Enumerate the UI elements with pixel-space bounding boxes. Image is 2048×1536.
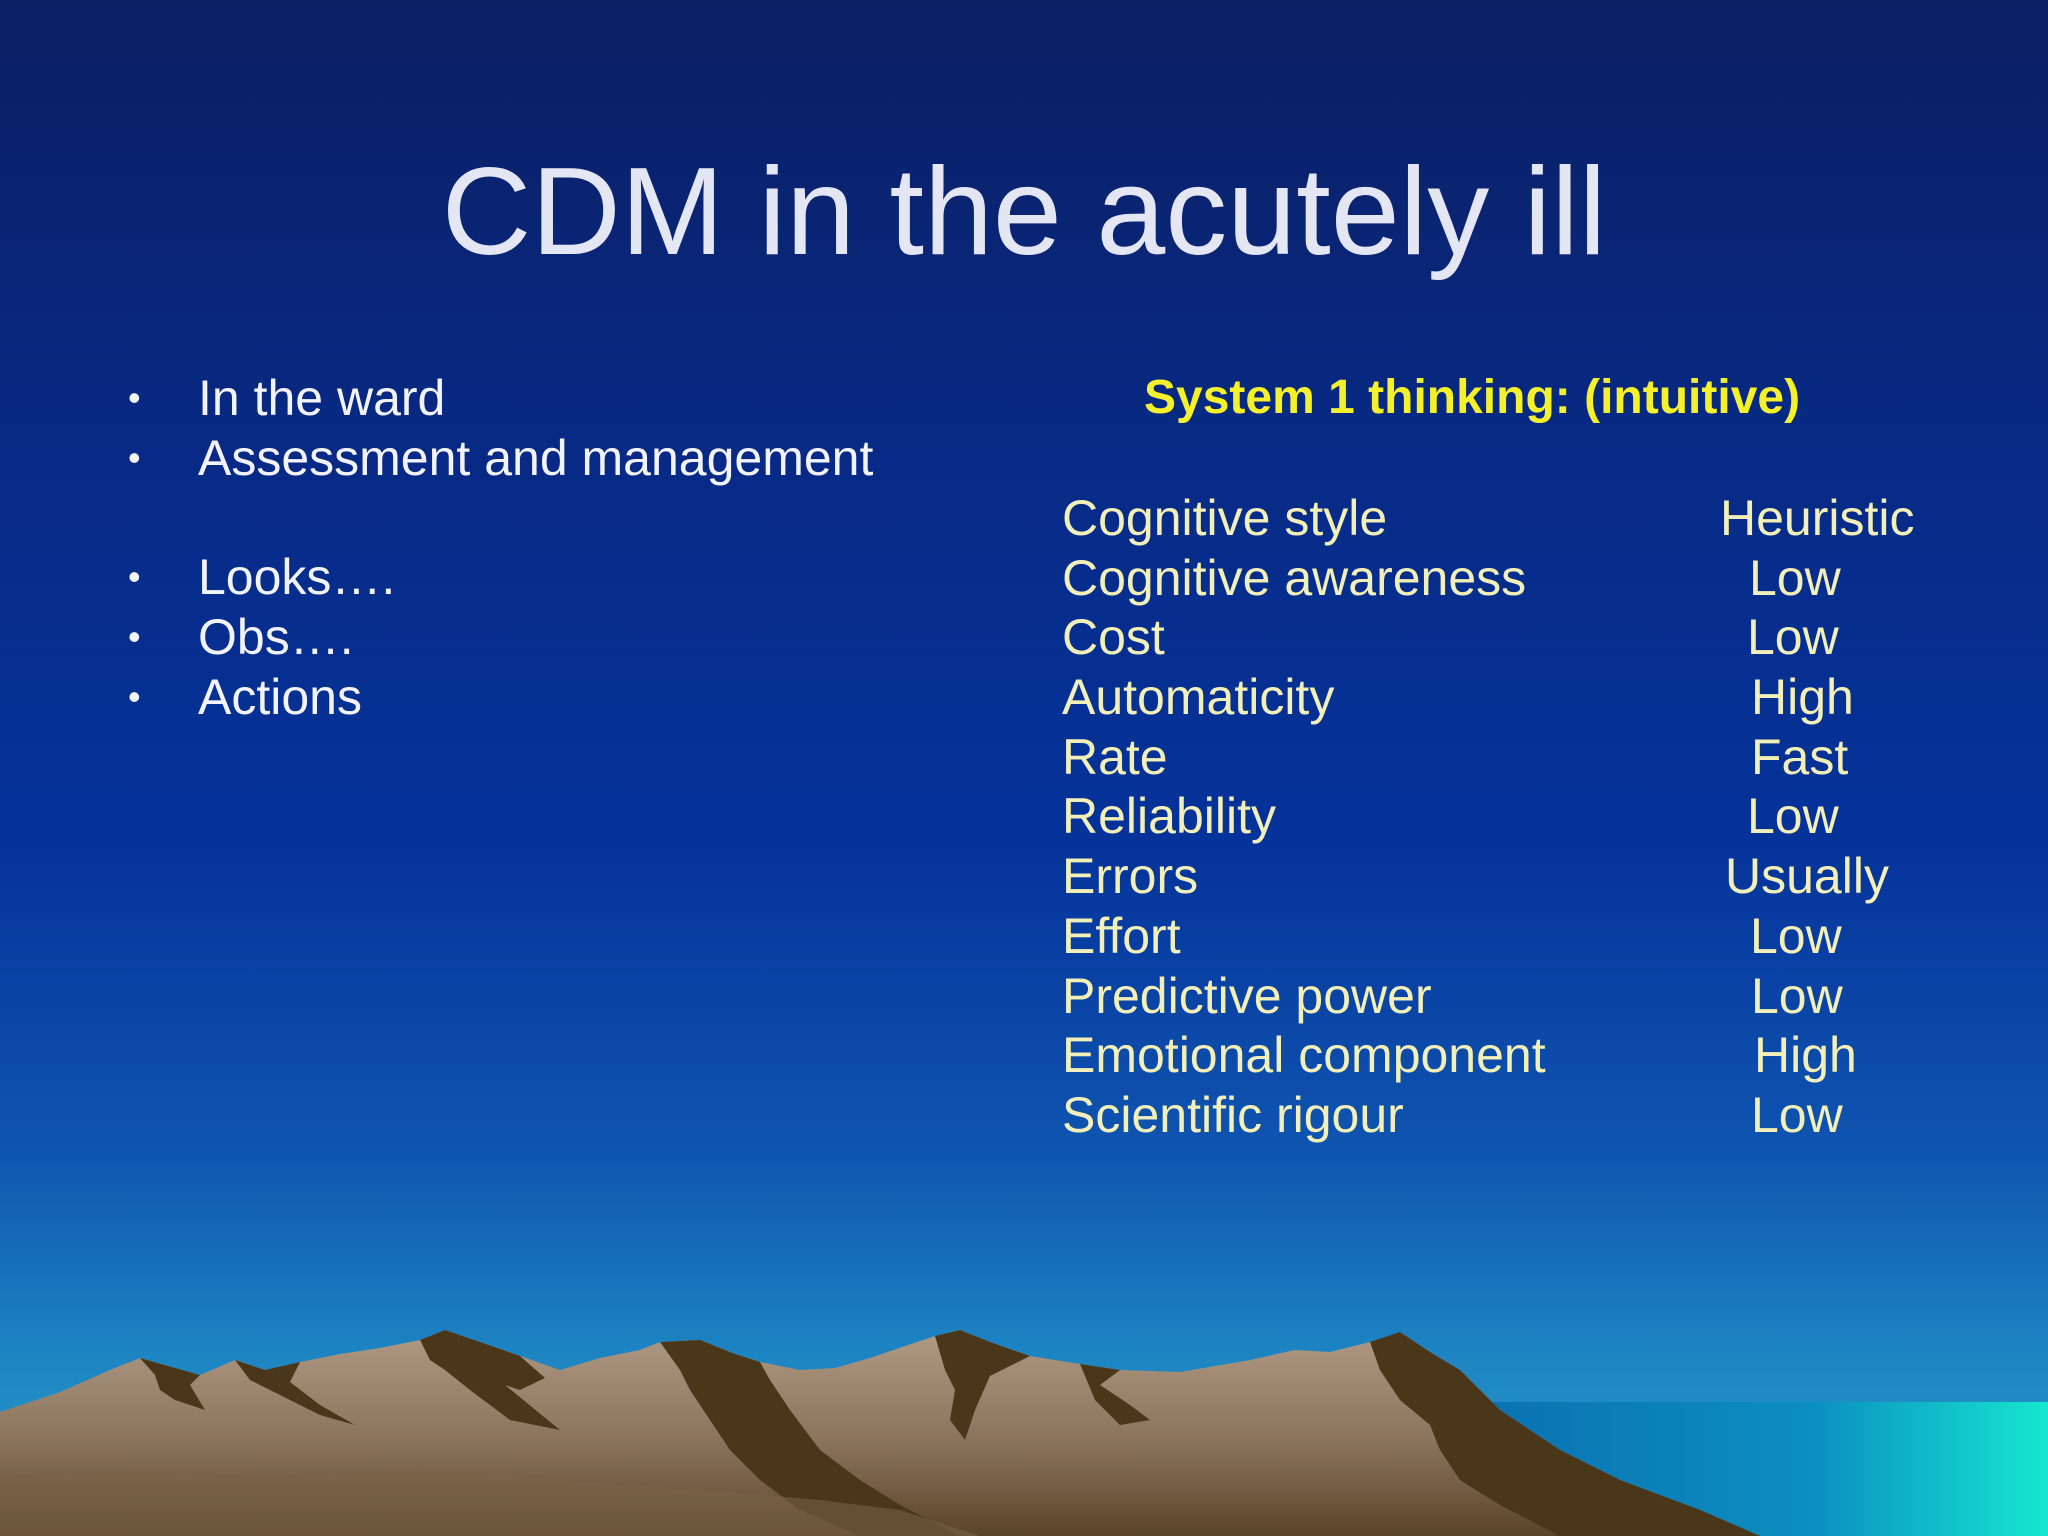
property-row: Errors Usually: [1062, 846, 1962, 906]
bullet-item: • Assessment and management: [128, 428, 873, 488]
property-row: Cost Low: [1062, 607, 1962, 667]
property-name: Cognitive style: [1062, 490, 1388, 546]
bullet-dot: •: [128, 616, 141, 657]
property-name: Effort: [1062, 907, 1181, 964]
bullet-item: • Obs….: [128, 607, 873, 667]
bullet-text: Assessment and management: [198, 430, 874, 486]
property-value: Low: [1751, 1086, 1843, 1143]
property-row: Effort Low: [1062, 906, 1962, 966]
property-value: Low: [1750, 907, 1842, 964]
bullet-text: In the ward: [198, 370, 446, 426]
bullet-dot: •: [128, 377, 141, 418]
mountain-scenery: [0, 1330, 2048, 1536]
mountain-shadow: [140, 1330, 1760, 1536]
property-value: Usually: [1725, 848, 1889, 905]
property-value: High: [1751, 669, 1854, 726]
property-name: Predictive power: [1062, 967, 1432, 1024]
slide-title: CDM in the acutely ill: [441, 143, 1607, 281]
property-name: Scientific rigour: [1062, 1086, 1404, 1143]
property-value: Low: [1747, 788, 1839, 845]
property-value: Low: [1747, 609, 1839, 666]
foreground-hills: [0, 1468, 980, 1536]
property-name: Reliability: [1062, 788, 1276, 845]
property-value: Heuristic: [1720, 490, 1915, 546]
bullet-item: • Actions: [128, 667, 873, 727]
property-row: Emotional component High: [1062, 1025, 1962, 1085]
property-name: Errors: [1062, 848, 1199, 905]
property-value: Low: [1751, 967, 1843, 1024]
bullet-item: • Looks….: [128, 547, 873, 607]
bullet-list: •In the ward •Assessment and management …: [128, 368, 873, 727]
system-heading: System 1 thinking: (intuitive): [1144, 371, 1801, 424]
bullet-text: Obs….: [198, 609, 354, 665]
property-row: Reliability Low: [1062, 786, 1962, 846]
property-row: Predictive power Low: [1062, 966, 1962, 1026]
property-value: Fast: [1751, 728, 1849, 785]
property-table: Cognitive style Heuristic Cognitive awar…: [1062, 488, 1962, 1145]
property-value: Low: [1749, 549, 1841, 606]
property-row: Cognitive awareness Low: [1062, 548, 1962, 608]
property-name: Cost: [1062, 609, 1165, 666]
bullet-spacer: [128, 488, 873, 547]
property-row: Rate Fast: [1062, 727, 1962, 787]
property-name: Rate: [1062, 728, 1168, 785]
bullet-dot: •: [128, 556, 141, 597]
bullet-text: Actions: [198, 669, 362, 725]
property-name: Emotional component: [1062, 1027, 1546, 1084]
bullet-dot: •: [128, 437, 141, 478]
property-row: Automaticity High: [1062, 667, 1962, 727]
property-row: Scientific rigour Low: [1062, 1085, 1962, 1145]
property-name: Automaticity: [1062, 669, 1335, 726]
bullet-dot: •: [128, 676, 141, 717]
property-row: Cognitive style Heuristic: [1062, 488, 1962, 548]
bullet-item: • In the ward: [128, 368, 873, 428]
property-name: Cognitive awareness: [1062, 549, 1527, 606]
bullet-text: Looks….: [198, 549, 396, 605]
property-value: High: [1754, 1027, 1857, 1084]
